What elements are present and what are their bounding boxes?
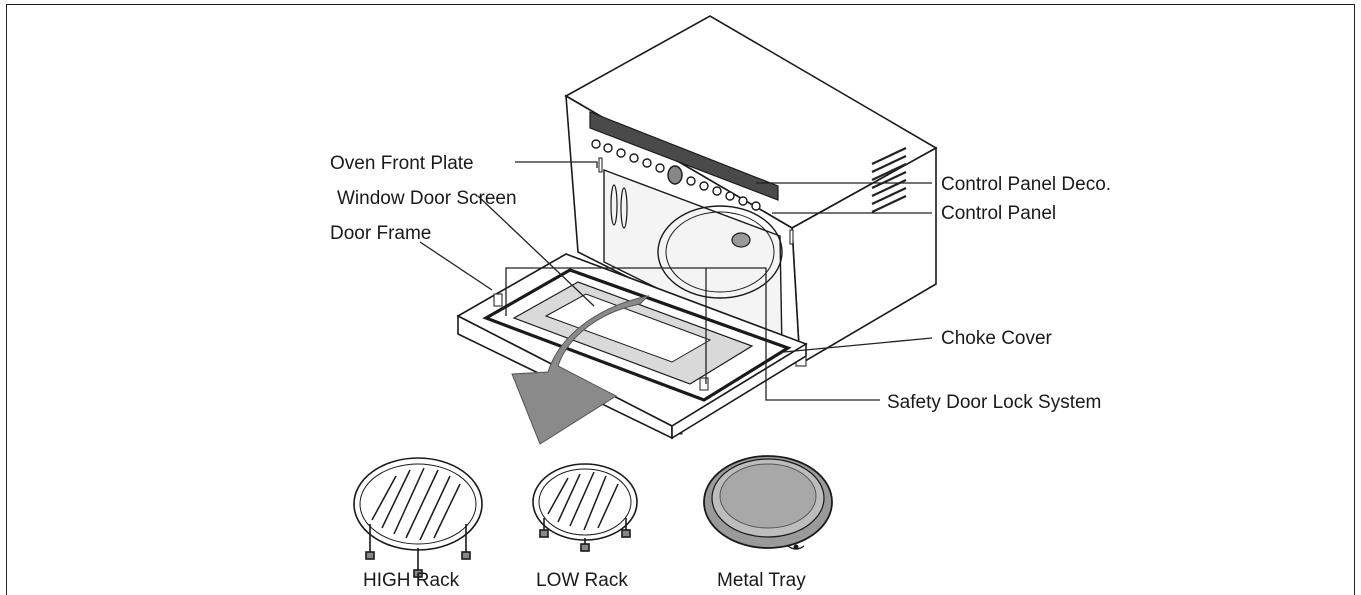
dial-knob <box>667 165 683 185</box>
label-low-rack: LOW Rack <box>536 570 628 591</box>
high-rack <box>353 457 483 578</box>
control-buttons <box>591 139 761 211</box>
label-door-frame: Door Frame <box>330 223 431 244</box>
diagram-frame <box>6 4 1355 595</box>
label-control-panel-deco: Control Panel Deco. <box>941 174 1111 195</box>
low-rack <box>532 463 638 552</box>
label-metal-tray: Metal Tray <box>717 570 806 591</box>
control-panel-deco <box>589 111 779 201</box>
door-open-arrow <box>511 295 650 445</box>
leader-lines <box>419 161 933 401</box>
turntable <box>657 205 783 299</box>
oven-body <box>564 15 938 435</box>
label-safety-door-lock-system: Safety Door Lock System <box>887 392 1101 413</box>
label-window-door-screen: Window Door Screen <box>337 188 517 209</box>
label-oven-front-plate: Oven Front Plate <box>330 153 474 174</box>
label-control-panel: Control Panel <box>941 203 1056 224</box>
label-high-rack: HIGH Rack <box>363 570 460 591</box>
metal-tray <box>703 455 833 550</box>
oven-door <box>456 253 808 440</box>
label-choke-cover: Choke Cover <box>941 328 1053 349</box>
